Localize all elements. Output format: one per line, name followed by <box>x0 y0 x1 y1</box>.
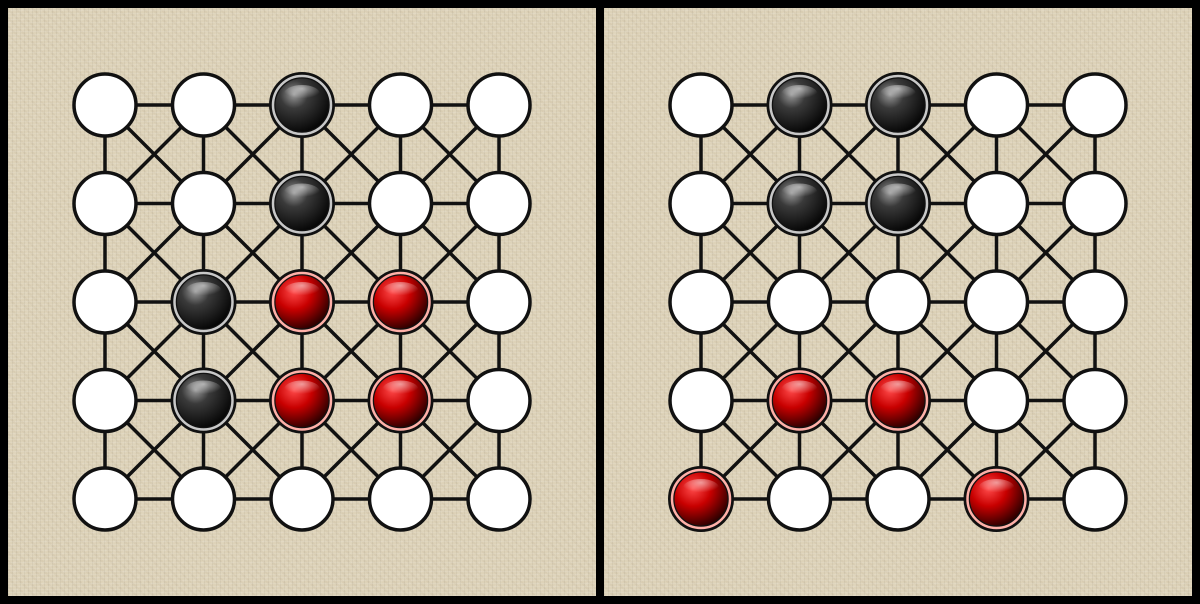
empty-point-r0-c0[interactable] <box>72 72 138 138</box>
empty-point-r4-c3[interactable] <box>367 466 434 532</box>
red-piece-r3-c3[interactable] <box>367 367 434 434</box>
piece-shine <box>880 183 916 202</box>
piece-shine <box>781 183 818 202</box>
piece-rim <box>867 370 929 431</box>
piece-rim <box>370 370 431 431</box>
empty-point-r4-c2[interactable] <box>269 466 335 532</box>
empty-point-r4-c1[interactable] <box>766 466 833 532</box>
empty-point-r1-c4[interactable] <box>466 170 532 237</box>
empty-point-r2-c1[interactable] <box>766 269 833 335</box>
empty-point-r4-c4[interactable] <box>1062 466 1128 532</box>
black-piece-r1-c1[interactable] <box>766 170 833 237</box>
empty-point-r0-c1[interactable] <box>170 72 237 138</box>
board-points <box>72 72 532 532</box>
piece-shine <box>284 380 320 399</box>
piece-rim <box>173 370 234 431</box>
piece-shine <box>781 85 818 103</box>
piece-shine <box>284 282 320 300</box>
right-board-grid <box>668 72 1128 532</box>
piece-shine <box>185 282 222 300</box>
piece-rim <box>271 173 333 234</box>
piece-shine <box>880 85 916 103</box>
piece-shine <box>781 380 818 399</box>
empty-point-r0-c4[interactable] <box>466 72 532 138</box>
red-piece-r4-c3[interactable] <box>963 466 1030 532</box>
piece-rim <box>271 370 333 431</box>
black-piece-r0-c2[interactable] <box>865 72 931 138</box>
piece-rim <box>271 271 333 333</box>
empty-point-r3-c4[interactable] <box>466 367 532 434</box>
empty-point-r3-c3[interactable] <box>963 367 1030 434</box>
empty-point-r1-c0[interactable] <box>72 170 138 237</box>
left-board <box>8 8 596 596</box>
empty-point-r3-c4[interactable] <box>1062 367 1128 434</box>
empty-point-r0-c3[interactable] <box>367 72 434 138</box>
red-piece-r3-c2[interactable] <box>269 367 335 434</box>
empty-point-r1-c3[interactable] <box>963 170 1030 237</box>
piece-rim <box>670 468 732 530</box>
empty-point-r0-c3[interactable] <box>963 72 1030 138</box>
red-piece-r2-c2[interactable] <box>269 269 335 335</box>
empty-point-r1-c4[interactable] <box>1062 170 1128 237</box>
empty-point-r2-c2[interactable] <box>865 269 931 335</box>
black-piece-r1-c2[interactable] <box>865 170 931 237</box>
empty-point-r4-c1[interactable] <box>170 466 237 532</box>
red-piece-r3-c2[interactable] <box>865 367 931 434</box>
black-piece-r0-c1[interactable] <box>766 72 833 138</box>
empty-point-r1-c3[interactable] <box>367 170 434 237</box>
empty-point-r3-c0[interactable] <box>72 367 138 434</box>
piece-shine <box>284 85 320 103</box>
piece-shine <box>978 479 1015 497</box>
piece-rim <box>769 370 830 431</box>
piece-rim <box>173 271 234 333</box>
red-piece-r2-c3[interactable] <box>367 269 434 335</box>
empty-point-r1-c0[interactable] <box>668 170 734 237</box>
piece-shine <box>683 479 719 497</box>
piece-shine <box>880 380 916 399</box>
piece-rim <box>370 271 431 333</box>
red-piece-r3-c1[interactable] <box>766 367 833 434</box>
piece-rim <box>867 173 929 234</box>
black-piece-r2-c1[interactable] <box>170 269 237 335</box>
piece-shine <box>382 282 419 300</box>
black-piece-r1-c2[interactable] <box>269 170 335 237</box>
piece-shine <box>185 380 222 399</box>
empty-point-r2-c0[interactable] <box>72 269 138 335</box>
piece-rim <box>867 74 929 136</box>
empty-point-r2-c4[interactable] <box>1062 269 1128 335</box>
piece-rim <box>271 74 333 136</box>
empty-point-r1-c1[interactable] <box>170 170 237 237</box>
red-piece-r4-c0[interactable] <box>668 466 734 532</box>
piece-shine <box>284 183 320 202</box>
piece-rim <box>769 173 830 234</box>
piece-rim <box>966 468 1027 530</box>
empty-point-r2-c0[interactable] <box>668 269 734 335</box>
piece-rim <box>769 74 830 136</box>
left-board-grid <box>72 72 532 532</box>
board-points <box>668 72 1128 532</box>
empty-point-r4-c0[interactable] <box>72 466 138 532</box>
black-piece-r3-c1[interactable] <box>170 367 237 434</box>
empty-point-r0-c0[interactable] <box>668 72 734 138</box>
empty-point-r2-c4[interactable] <box>466 269 532 335</box>
piece-shine <box>382 380 419 399</box>
empty-point-r3-c0[interactable] <box>668 367 734 434</box>
right-board <box>604 8 1192 596</box>
empty-point-r4-c2[interactable] <box>865 466 931 532</box>
empty-point-r0-c4[interactable] <box>1062 72 1128 138</box>
empty-point-r2-c3[interactable] <box>963 269 1030 335</box>
black-piece-r0-c2[interactable] <box>269 72 335 138</box>
empty-point-r4-c4[interactable] <box>466 466 532 532</box>
